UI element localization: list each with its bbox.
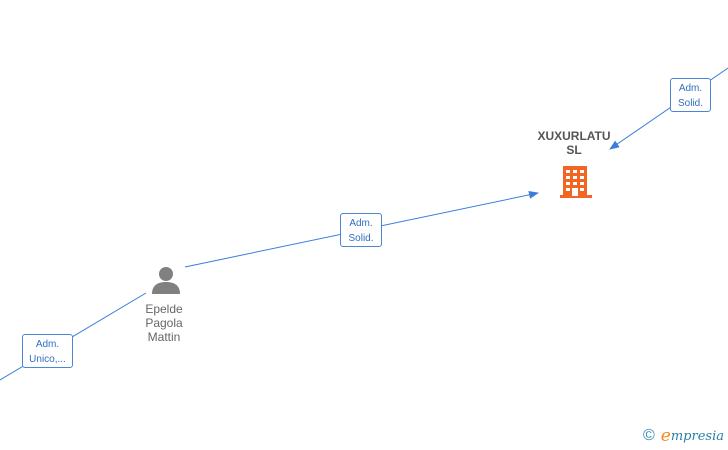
company-name-line2: SL: [566, 143, 582, 157]
edge-label-bottom-left[interactable]: Adm. Unico,...: [22, 334, 73, 368]
edge-label-bottom-left-line1: Adm.: [35, 339, 60, 350]
person-icon[interactable]: [152, 267, 180, 294]
person-label[interactable]: Epelde Pagola Mattin: [124, 302, 204, 344]
person-name-line3: Mattin: [147, 330, 181, 344]
edge-label-top-right-line1: Adm.: [678, 83, 703, 94]
edge-label-top-right[interactable]: Adm. Solid.: [670, 78, 711, 112]
edge-label-middle-line1: Adm.: [349, 218, 373, 229]
edge-label-bottom-left-line2: Unico,...: [29, 354, 66, 365]
edge-label-middle-line2: Solid.: [348, 233, 374, 244]
person-name-line2: Pagola: [145, 316, 183, 330]
brand-initial: e: [660, 426, 671, 446]
company-name-line1: XUXURLATU: [537, 129, 611, 143]
edge-label-top-right-line2: Solid.: [677, 98, 703, 109]
person-name-line1: Epelde: [145, 302, 183, 316]
building-icon[interactable]: [560, 166, 592, 198]
company-label[interactable]: XUXURLATU SL: [524, 129, 624, 157]
copyright-icon: ©: [643, 427, 655, 444]
edge-label-middle[interactable]: Adm. Solid.: [340, 213, 382, 247]
brand-name: mpresia: [670, 428, 724, 444]
footer-brand: © e mpresia: [643, 426, 724, 446]
